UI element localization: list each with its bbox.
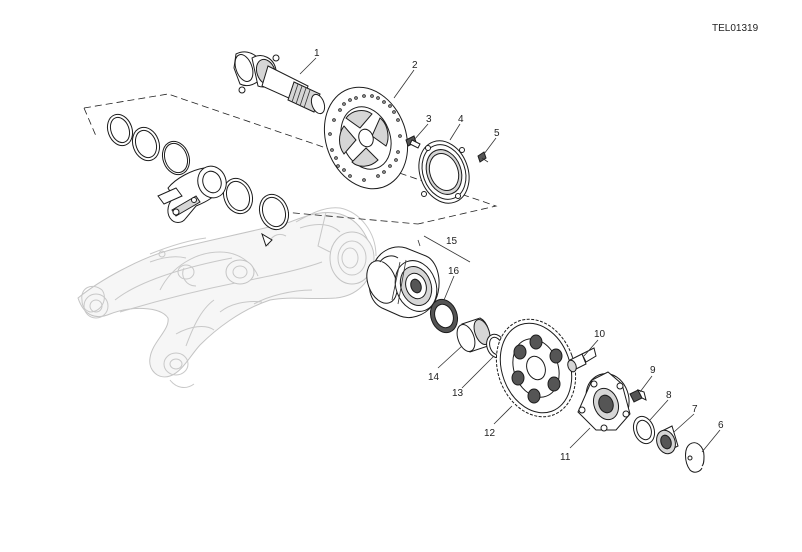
part-6-circlip	[685, 442, 705, 473]
swingarm-ghost	[77, 207, 377, 388]
caliper-bracket	[157, 165, 227, 223]
callout-4: 4	[458, 114, 464, 125]
callout-12: 12	[484, 428, 496, 439]
callout-14: 14	[428, 372, 440, 383]
part-9-nut	[629, 389, 647, 403]
part-1-wheel-axle	[233, 51, 326, 115]
callout-6: 6	[718, 420, 724, 431]
part-14-spacer	[456, 317, 491, 353]
part-3-disc-bolt	[405, 135, 421, 149]
left-rings	[106, 113, 290, 247]
callout-7: 7	[692, 404, 698, 415]
part-8-washer	[632, 415, 656, 445]
part-4-sensor-ring	[418, 140, 470, 204]
part-12-rear-sprocket	[495, 318, 577, 418]
callout-16: 16	[448, 266, 460, 277]
callout-9: 9	[650, 365, 656, 376]
part-11-sprocket-carrier	[577, 371, 631, 432]
part-10-stud	[567, 347, 597, 373]
part-2-brake-disc	[323, 86, 409, 190]
part-15-hub-assembly	[366, 246, 440, 319]
callout-10: 10	[594, 329, 606, 340]
callout-15: 15	[446, 236, 458, 247]
drawing-code: TEL01319	[712, 23, 759, 34]
part-7-axle-nut	[656, 425, 679, 455]
callout-labels: 1 2 3 4 5 15 16 14 13 12 10 9 8 7 6 11	[314, 48, 724, 463]
callout-13: 13	[452, 388, 464, 399]
callout-1: 1	[314, 48, 320, 59]
callout-2: 2	[412, 60, 418, 71]
callout-5: 5	[494, 128, 500, 139]
callout-3: 3	[426, 114, 432, 125]
callout-11: 11	[560, 452, 571, 463]
leader-lines	[299, 57, 721, 453]
part-5-screw	[477, 151, 489, 163]
callout-8: 8	[666, 390, 672, 401]
part-16-seal-ring	[429, 298, 459, 334]
